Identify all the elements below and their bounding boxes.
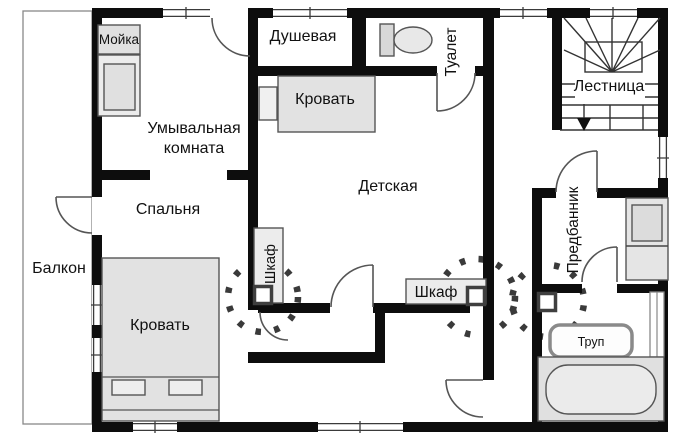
fixtures <box>97 23 669 422</box>
label-nursery: Детская <box>358 178 417 195</box>
label-closet-right: Шкаф <box>415 284 458 301</box>
window-glyph <box>91 338 103 372</box>
labels: Мойка Душевая Туалет Лестница Умывальная… <box>32 27 644 349</box>
wall-stairs-left <box>552 8 562 130</box>
anteroom-door-arc <box>555 150 598 193</box>
toilet-tank <box>379 23 395 57</box>
motion-sensor <box>536 291 558 313</box>
balcony-door-opening <box>92 197 102 235</box>
stairs-fan-lines <box>563 17 661 73</box>
sensor-zone-circle <box>508 261 588 341</box>
label-anteroom: Предбанник <box>565 186 582 273</box>
balcony-door-arc <box>55 196 93 234</box>
hall-door-arc <box>445 379 484 418</box>
entry-door-opening <box>210 8 248 18</box>
balcony-outline <box>22 10 93 425</box>
wall-anteroom-top-left <box>532 188 556 198</box>
bed-guest <box>277 75 376 133</box>
wall-bathroom-top-left <box>532 284 582 293</box>
label-bedroom: Спальня <box>136 201 200 218</box>
label-corpse: Труп <box>578 335 605 349</box>
wall-top <box>92 8 668 18</box>
wall-shower-toilet-divider <box>352 18 366 66</box>
toilet-bowl <box>393 26 433 54</box>
sensor-zone-circle <box>224 258 302 336</box>
sink-fixture <box>97 24 141 55</box>
wall-bathroom-top-right <box>617 284 658 293</box>
sensors <box>252 284 558 313</box>
wall-corridor-left <box>483 8 494 380</box>
wall-passage-end-stub <box>375 313 385 363</box>
bedroom-niche-door-arc <box>259 311 289 341</box>
window-glyph <box>590 7 637 19</box>
washing-machine-drum <box>103 63 136 111</box>
window-glyph <box>133 421 177 433</box>
window-glyph <box>318 421 403 433</box>
motion-sensor <box>252 284 274 306</box>
label-toilet: Туалет <box>443 27 460 76</box>
label-shower-room: Душевая <box>270 28 337 45</box>
window-glyph <box>163 7 210 19</box>
bed-pillow <box>111 379 146 396</box>
motion-sensor <box>465 285 487 307</box>
doors <box>55 17 618 418</box>
windows <box>91 7 669 433</box>
label-sink: Мойка <box>99 32 140 47</box>
window-glyph <box>273 7 347 19</box>
stairs-landing-rect <box>584 41 643 73</box>
wall-toilet-bottom-stub <box>475 66 488 76</box>
toilet-door-arc <box>436 72 476 112</box>
label-bed-master: Кровать <box>130 317 190 334</box>
stairs <box>560 17 661 131</box>
bed-master-lines <box>102 376 219 411</box>
label-bed-guest: Кровать <box>295 91 355 108</box>
wall-washroom-divider <box>248 18 258 310</box>
stairs-treads <box>560 104 658 131</box>
label-closet-left: Шкаф <box>263 244 279 284</box>
label-washroom-line2: комната <box>164 140 225 157</box>
window-glyph <box>91 285 103 325</box>
wall-passage-bottom <box>248 352 385 363</box>
wall-nursery-bottom-left <box>258 303 330 313</box>
window-glyph <box>657 137 669 178</box>
anteroom-cabinet-inner <box>631 204 663 242</box>
wall-anteroom-top-right <box>597 188 658 198</box>
bed-pillow <box>168 379 203 396</box>
label-stairs: Лестница <box>574 78 645 95</box>
entry-door-arc <box>211 17 251 57</box>
label-washroom-line1: Умывальная <box>147 120 240 137</box>
window-glyph <box>500 7 547 19</box>
bed-master <box>101 257 220 422</box>
label-balcony: Балкон <box>32 260 86 277</box>
bathtub-inner <box>545 364 657 415</box>
wall-bedroom-top-stub <box>227 170 248 180</box>
wall-nursery-bottom-right <box>373 303 470 313</box>
wall-shower-bottom <box>248 66 437 76</box>
stairs-side-ticks <box>562 83 658 98</box>
nightstand <box>258 86 278 121</box>
wall-bedroom-top-left <box>102 170 150 180</box>
nursery-door-arc <box>330 264 374 308</box>
stairs-arrow-head <box>577 118 591 131</box>
bathroom-door-arc <box>581 246 618 283</box>
